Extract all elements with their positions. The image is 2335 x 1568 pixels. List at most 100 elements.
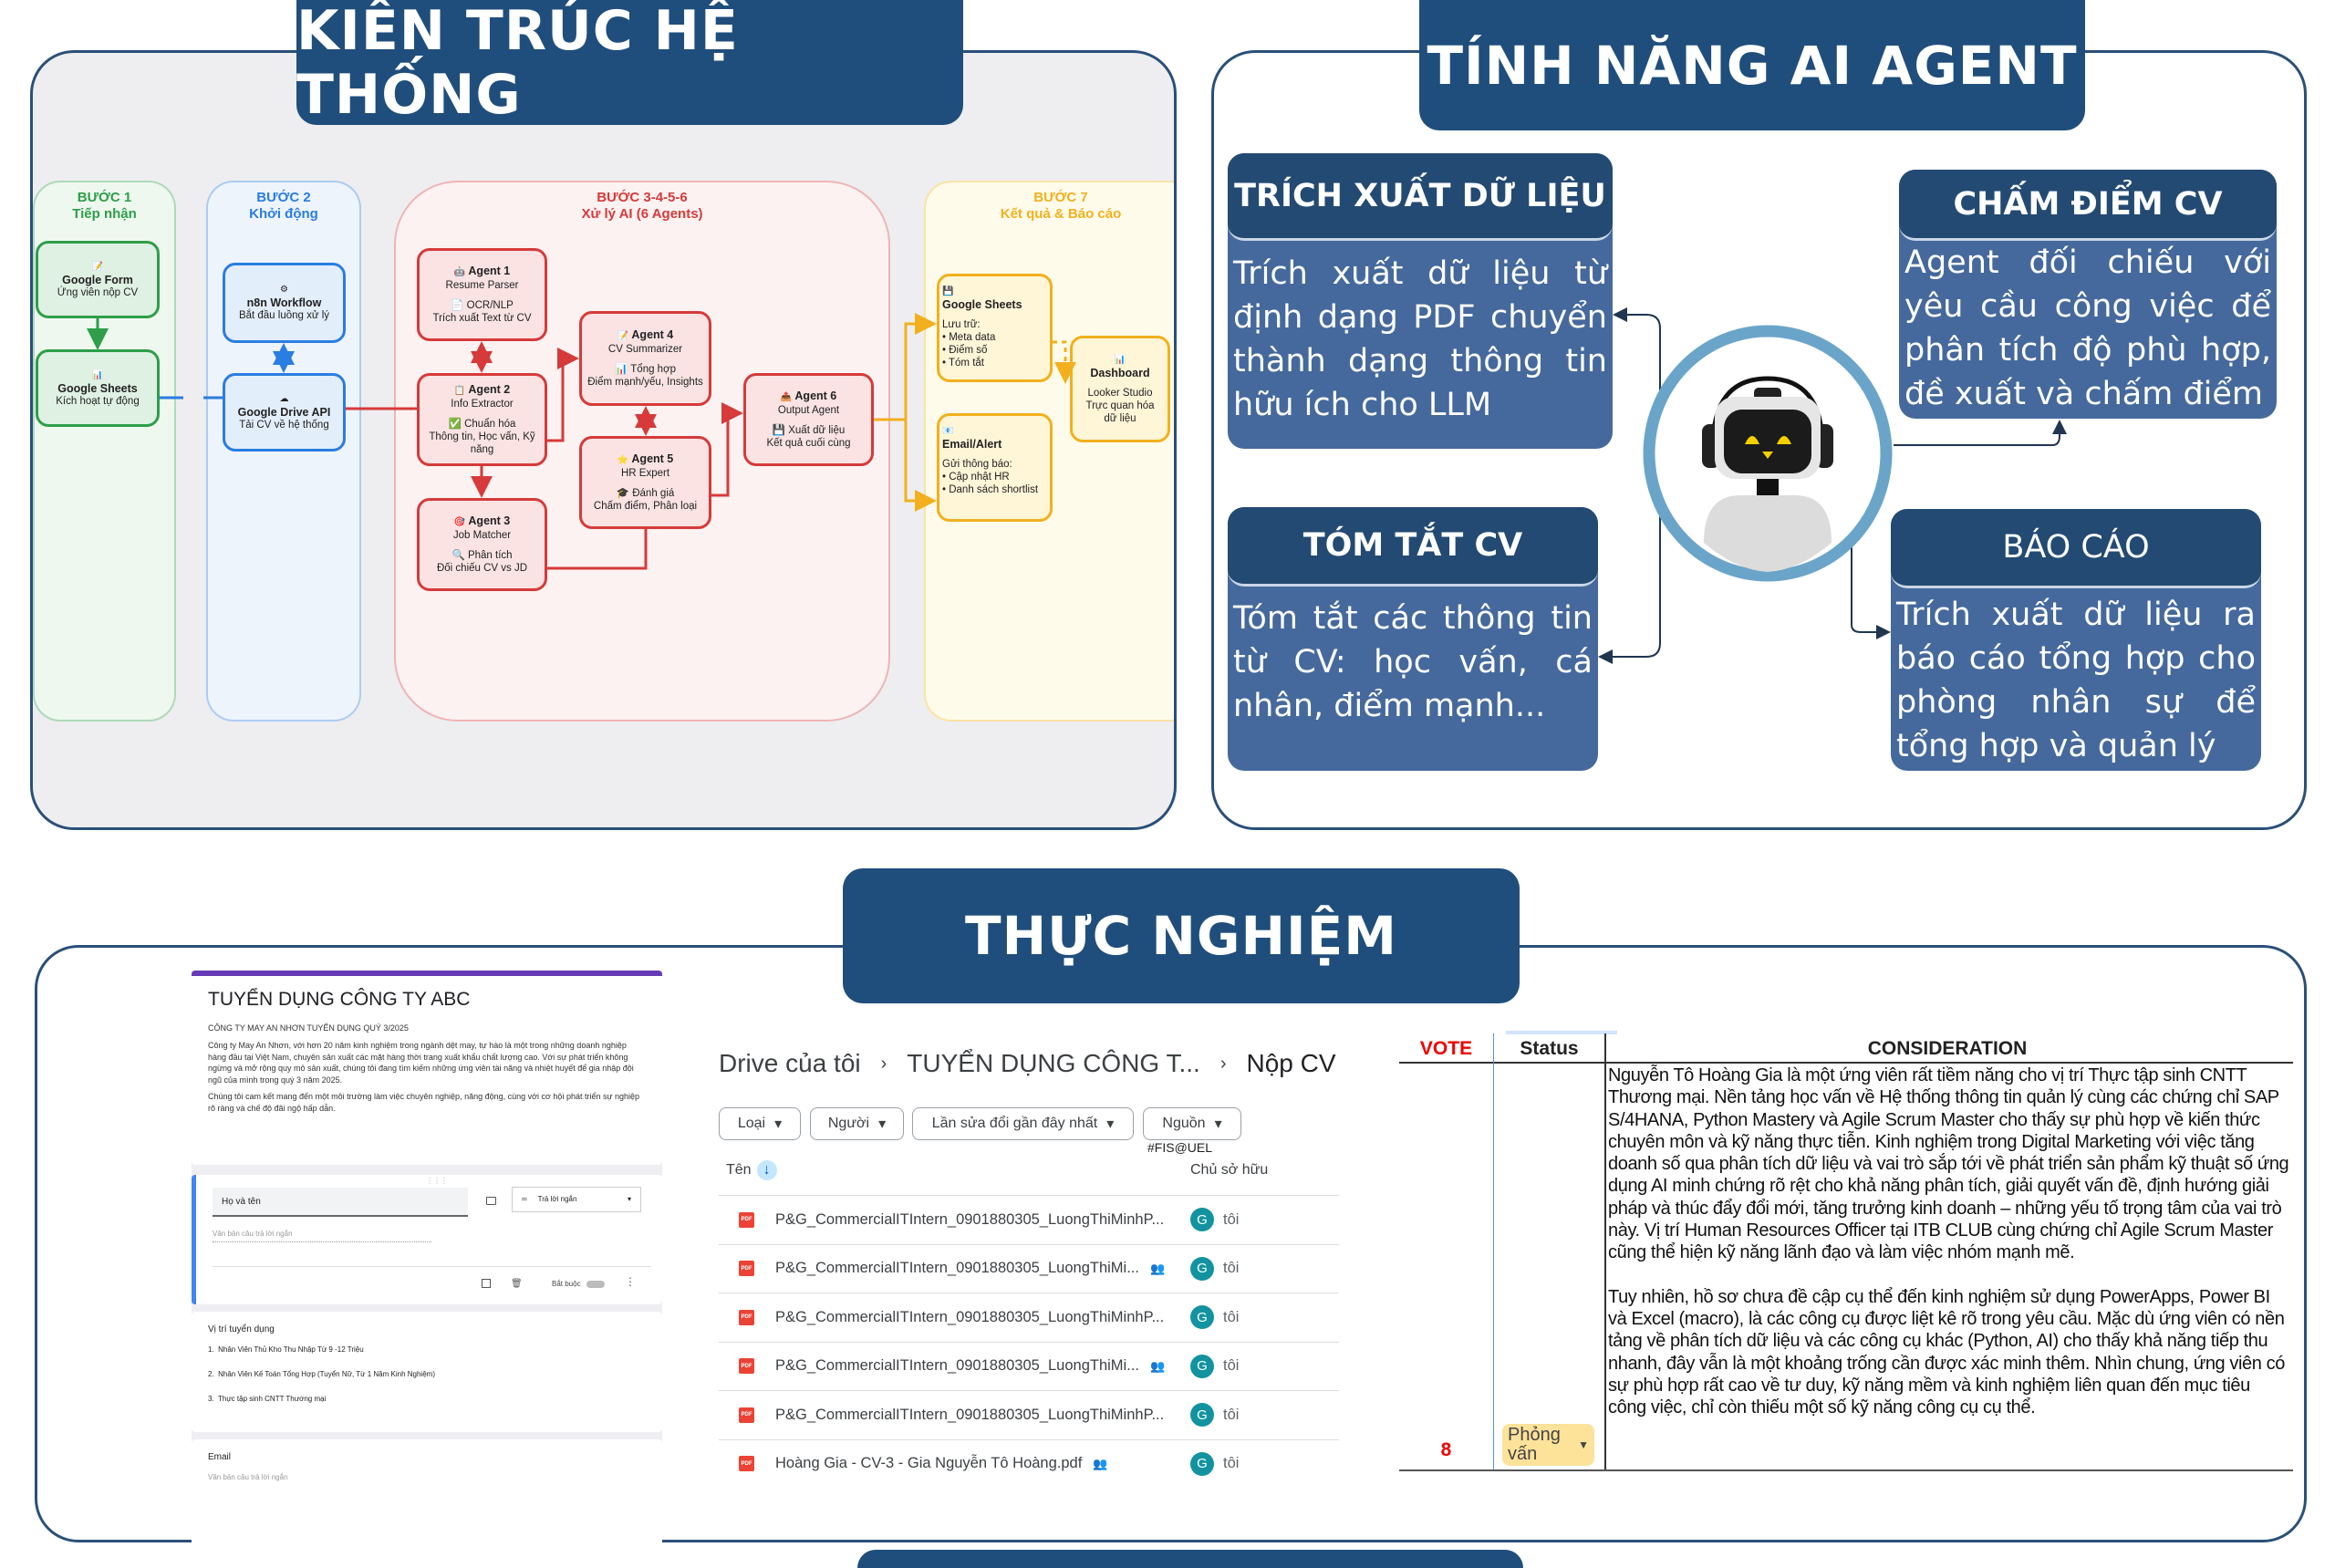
positions-card: Vị trí tuyển dụng 1. Nhân Viên Thủ Kho T… xyxy=(192,1312,662,1432)
caret-down-icon: ▾ xyxy=(878,1116,887,1132)
chevron-right-icon: › xyxy=(880,1054,887,1074)
column-name-header[interactable]: Tên↓ xyxy=(726,1160,777,1180)
feature-report-body: Trích xuất dữ liệu ra báo cáo tổng hợp c… xyxy=(1896,597,2256,764)
form-title: TUYỂN DỤNG CÔNG TY ABC xyxy=(208,989,471,1010)
connector-extract xyxy=(1613,307,1661,511)
duplicate-icon[interactable] xyxy=(482,1279,491,1288)
delete-icon[interactable]: 🗑 xyxy=(511,1279,523,1289)
step-number: BƯỚC 2 xyxy=(256,190,311,205)
required-toggle[interactable] xyxy=(586,1281,605,1288)
connector-report xyxy=(1851,547,1891,639)
node-line: Job Matcher xyxy=(452,530,512,541)
caret-down-icon: ▼ xyxy=(1578,1438,1589,1451)
owner-avatar: G xyxy=(1190,1208,1214,1231)
filter-people[interactable]: Người▾ xyxy=(810,1107,904,1140)
node-line: • Cập nhật HR xyxy=(942,472,1010,483)
breadcrumb-current[interactable]: Nộp CV xyxy=(1246,1049,1336,1077)
feature-extract-title: TRÍCH XUẤT DỮ LIỆU xyxy=(1228,153,1613,241)
node-line: Tải CV về hệ thống xyxy=(239,420,329,431)
node-line: Gửi thông báo: xyxy=(942,459,1012,470)
position-text: Nhân Viên Kế Toán Tổng Hợp (Tuyển Nữ, Từ… xyxy=(218,1370,435,1378)
owner-name: tôi xyxy=(1223,1308,1240,1325)
node-line: Trích xuất Text từ CV xyxy=(432,313,532,324)
node-line: • Danh sách shortlist xyxy=(942,484,1039,495)
selected-column-indicator xyxy=(1506,1031,1617,1034)
node-line: Ứng viên nộp CV xyxy=(57,286,139,298)
node-icon: 📝 xyxy=(617,331,629,341)
shared-icon: 👥 xyxy=(1149,1358,1166,1373)
more-options-icon[interactable]: ⋮ xyxy=(625,1275,636,1288)
header-border xyxy=(1399,1062,2293,1064)
position-text: Nhân Viên Thủ Kho Thu Nhập Từ 9 -12 Triệ… xyxy=(218,1345,364,1354)
position-text: Thực tập sinh CNTT Thương mại xyxy=(217,1395,327,1403)
feature-extract-body: Trích xuất dữ liệu từ định dạng PDF chuy… xyxy=(1233,255,1607,423)
add-image-icon[interactable] xyxy=(486,1197,496,1205)
drag-handle[interactable]: ⋮⋮⋮ xyxy=(426,1177,448,1185)
spacer xyxy=(1608,1264,2290,1286)
filter-type[interactable]: Loại▾ xyxy=(719,1107,801,1140)
status-value: Phỏng vấn xyxy=(1508,1425,1561,1464)
breadcrumb-root[interactable]: Drive của tôi xyxy=(719,1049,861,1077)
node-icon: 🤖 xyxy=(453,267,466,277)
node-line: Đối chiếu CV vs JD xyxy=(436,563,528,574)
vote-cell[interactable]: 8 xyxy=(1440,1439,1452,1460)
owner-name: tôi xyxy=(1223,1260,1240,1276)
owner-name: tôi xyxy=(1223,1210,1240,1228)
node-icon: 📝 xyxy=(91,261,104,272)
breadcrumb: Drive của tôi› TUYỂN DỤNG CÔNG T...› Nộp… xyxy=(719,1049,1336,1078)
step-name: Tiếp nhận xyxy=(72,206,137,222)
question-card-name[interactable]: ⋮⋮⋮ Họ và tên ═Trả lời ngắn▾ Văn bản câu… xyxy=(192,1175,662,1304)
step-name: Kết quả & Báo cáo xyxy=(1000,206,1122,222)
question-type-select[interactable]: ═Trả lời ngắn▾ xyxy=(512,1187,641,1212)
question-type-label: Trả lời ngắn xyxy=(537,1195,577,1203)
node-line: Output Agent xyxy=(777,405,840,416)
column-owner-header: Chủ sở hữu xyxy=(1190,1162,1269,1178)
column-name-label: Tên xyxy=(726,1162,752,1178)
node-title: Agent 5 xyxy=(631,452,674,465)
consideration-paragraph: Tuy nhiên, hồ sơ chưa đề cập cụ thể đến … xyxy=(1608,1286,2285,1418)
shared-icon: 👥 xyxy=(1093,1456,1108,1470)
node-line: dữ liệu xyxy=(1104,412,1136,424)
filter-source[interactable]: Nguồn▾ xyxy=(1143,1107,1241,1140)
sort-down-icon[interactable]: ↓ xyxy=(756,1160,777,1180)
node-title: Agent 4 xyxy=(631,328,674,341)
breadcrumb-folder[interactable]: TUYỂN DỤNG CÔNG T... xyxy=(907,1049,1200,1077)
node-title: Dashboard xyxy=(1090,366,1150,379)
features-title: TÍNH NĂNG AI AGENT xyxy=(1419,0,2085,130)
consideration-cell[interactable]: Nguyễn Tô Hoàng Gia là một ứng viên rất … xyxy=(1608,1064,2290,1418)
file-name: P&G_CommercialITIntern_0901880305_LuongT… xyxy=(775,1406,1165,1423)
node-icon: 📊 xyxy=(1114,354,1126,365)
question-title-input[interactable]: Họ và tên xyxy=(213,1188,468,1217)
node-title: Agent 6 xyxy=(794,389,837,402)
form-description-1: Công ty May An Nhơn, với hơn 20 năm kinh… xyxy=(208,1041,634,1085)
pdf-icon: PDF xyxy=(739,1358,754,1374)
step-number: BƯỚC 7 xyxy=(1033,190,1088,205)
connector-score xyxy=(1894,420,2067,446)
feature-report-title: BÁO CÁO xyxy=(1891,509,2261,588)
form-subtitle: CÔNG TY MAY AN NHƠN TUYỂN DỤNG QUÝ 3/202… xyxy=(208,1023,409,1033)
node-line: Chấm điểm, Phân loại xyxy=(593,501,698,512)
form-header-card: TUYỂN DỤNG CÔNG TY ABC CÔNG TY MAY AN NH… xyxy=(192,971,662,1165)
node-title: Agent 3 xyxy=(468,514,511,527)
email-label: Email xyxy=(208,1452,232,1462)
filter-modified[interactable]: Lần sửa đổi gần đây nhất▾ xyxy=(912,1107,1134,1140)
node-title: Google Drive API xyxy=(237,406,331,419)
status-dropdown[interactable]: Phỏng vấn ▼ xyxy=(1502,1424,1594,1466)
node-title: Google Sheets xyxy=(942,298,1022,311)
owner-name: tôi xyxy=(1223,1357,1240,1374)
node-title: Email/Alert xyxy=(942,438,1002,451)
node-line: 📊 Tổng hợp xyxy=(614,364,677,375)
pdf-icon: PDF xyxy=(739,1211,754,1228)
experiment-title: THỰC NGHIỆM xyxy=(843,868,1520,1003)
